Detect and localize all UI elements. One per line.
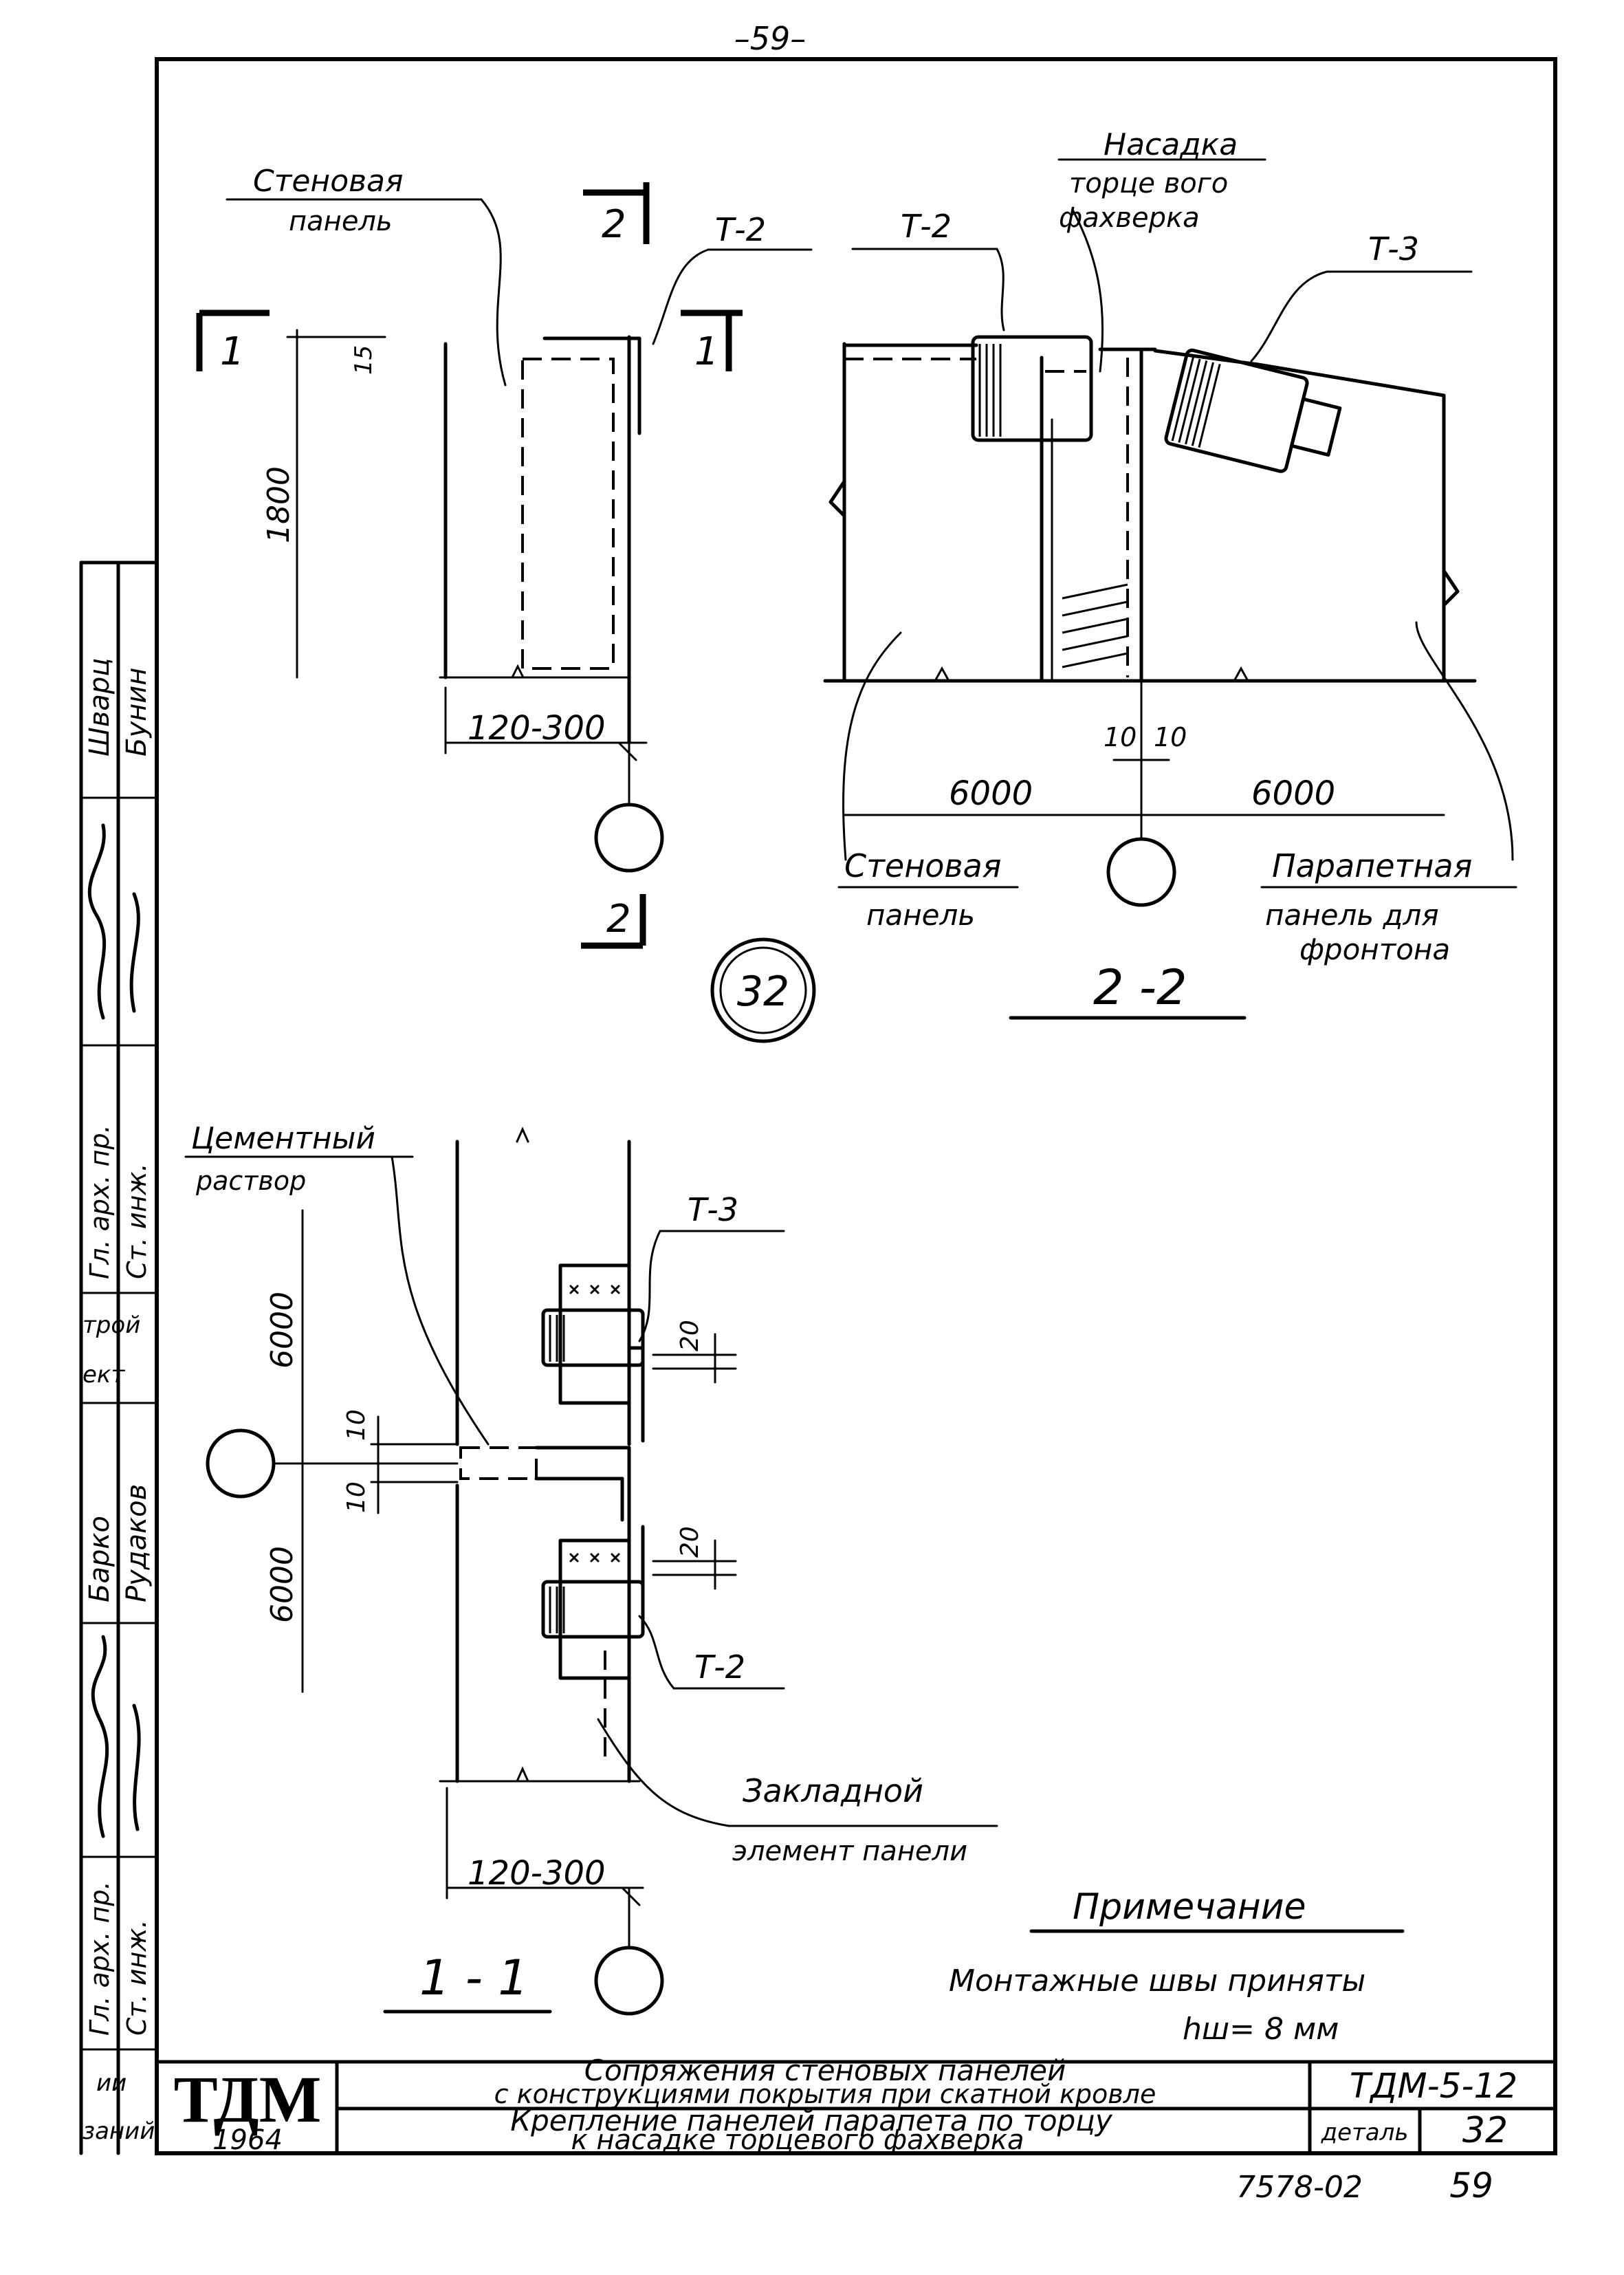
cut-1-left: 1 <box>220 329 245 374</box>
label-embedded-2: элемент панели <box>732 1836 967 1867</box>
stamp-name-3: Барко <box>84 1516 116 1602</box>
cut-1-right: 1 <box>694 329 719 374</box>
label-embedded: Закладной <box>743 1772 923 1809</box>
detail-label: деталь <box>1321 2119 1409 2146</box>
title-year: 1964 <box>212 2124 283 2156</box>
note-heading: Примечание <box>1073 1886 1306 1928</box>
label-parapet-2: панель для <box>1265 898 1439 932</box>
dim-6000-left: 6000 <box>949 774 1033 813</box>
label-t2-section1: Т-2 <box>694 1648 745 1686</box>
label-nozzle-3: фахверка <box>1059 202 1200 234</box>
page-number-top: –59– <box>734 20 806 57</box>
section-2-2-title: 2 -2 <box>1093 959 1187 1016</box>
dim-weld-bottom: 20 <box>676 1526 704 1558</box>
title-logo: ТДМ <box>174 2062 322 2136</box>
stamp-role-2: Ст. инж. <box>122 1163 152 1279</box>
label-wall-panel-bottom: Стеновая <box>844 847 1001 884</box>
stamp-name-1: Шварц <box>84 658 116 756</box>
note-line-2: hш= 8 мм <box>1183 2012 1339 2047</box>
dim-gap-right: 10 <box>1154 722 1187 752</box>
label-t2-section2: Т-2 <box>901 208 952 245</box>
subtitle-line-1: Крепление панелей парапета по торцу <box>510 2104 1113 2137</box>
label-wall-panel-2: панель <box>289 206 393 237</box>
label-wall-panel-bottom-2: панель <box>866 898 975 932</box>
side-stamp: Шварц Бунин Гл. арх. пр. Ст. инж. трой е… <box>79 560 159 2155</box>
dim-6000-bottom: 6000 <box>265 1546 300 1623</box>
dim-120-300-section1: 120-300 <box>468 1854 606 1893</box>
dim-weld-top: 20 <box>676 1320 704 1351</box>
sheet-frame <box>155 57 1557 2155</box>
label-nozzle-1: Насадка <box>1104 127 1238 162</box>
label-cement: Цементный <box>191 1121 375 1156</box>
dim-15: 15 <box>350 345 377 375</box>
section-2-2: Насадка торце вого фахверка Т-2 Т-3 <box>823 127 1517 1020</box>
cut-2-top: 2 <box>602 202 626 247</box>
stamp-role-3: Гл. арх. пр. <box>85 1881 115 2036</box>
top-left-view: Стеновая панель 2 Т-2 1 1 1800 15 <box>196 164 813 949</box>
stamp-name-2: Бунин <box>121 668 153 756</box>
section-1-1: Цементный раствор Т-3 <box>184 1121 998 2016</box>
stamp-org-2: ект <box>83 1361 125 1389</box>
label-t3-section1: Т-3 <box>688 1191 738 1228</box>
cut-2-bottom: 2 <box>606 897 631 941</box>
dim-120-300: 120-300 <box>468 709 606 748</box>
stamp-role-1: Гл. арх. пр. <box>85 1124 115 1279</box>
dim-6000-right: 6000 <box>1251 774 1335 813</box>
stamp-org-1: трой <box>83 1311 140 1339</box>
dim-gap-1: 10 <box>342 1409 371 1441</box>
stamp-role-4: Ст. инж. <box>122 1919 152 2036</box>
stamp-name-4: Рудаков <box>121 1484 153 1602</box>
drawing-code: ТДМ-5-12 <box>1350 2066 1517 2106</box>
label-cement-2: раствор <box>195 1166 306 1196</box>
signature-2 <box>91 1635 141 1838</box>
dim-1800: 1800 <box>261 466 296 543</box>
label-parapet-3: фронтона <box>1299 933 1450 966</box>
dim-gap-left: 10 <box>1104 722 1137 752</box>
label-wall-panel: Стеновая <box>253 164 403 199</box>
subtitle-line-2: к насадке торцевого фахверка <box>571 2124 1024 2156</box>
label-t2: Т-2 <box>715 211 766 248</box>
detail-badge-number: 32 <box>737 968 789 1016</box>
note-line-1: Монтажные швы приняты <box>949 1963 1365 1999</box>
archive-number: 7578-02 <box>1236 2170 1363 2205</box>
stamp-org-4: заний <box>83 2118 155 2145</box>
title-line-1: Сопряжения стеновых панелей <box>584 2054 1066 2087</box>
stamp-org-3: ии <box>96 2069 127 2097</box>
detail-number: 32 <box>1462 2110 1508 2151</box>
page-number-bottom: 59 <box>1449 2166 1493 2206</box>
detail-badge: 32 <box>710 937 816 1043</box>
dim-6000-top: 6000 <box>265 1292 300 1369</box>
title-block: ТДМ 1964 Сопряжения стеновых панелей с к… <box>155 2054 1557 2156</box>
dim-gap-2: 10 <box>342 1481 371 1513</box>
label-nozzle-2: торце вого <box>1069 168 1228 199</box>
section-1-1-title: 1 - 1 <box>419 1950 529 2006</box>
label-t3-section2: Т-3 <box>1368 230 1419 268</box>
label-parapet-1: Парапетная <box>1272 847 1472 884</box>
note: Примечание Монтажные швы приняты hш= 8 м… <box>949 1886 1405 2047</box>
title-line-2: с конструкциями покрытия при скатной кро… <box>494 2079 1156 2109</box>
signature-1 <box>87 823 140 1020</box>
